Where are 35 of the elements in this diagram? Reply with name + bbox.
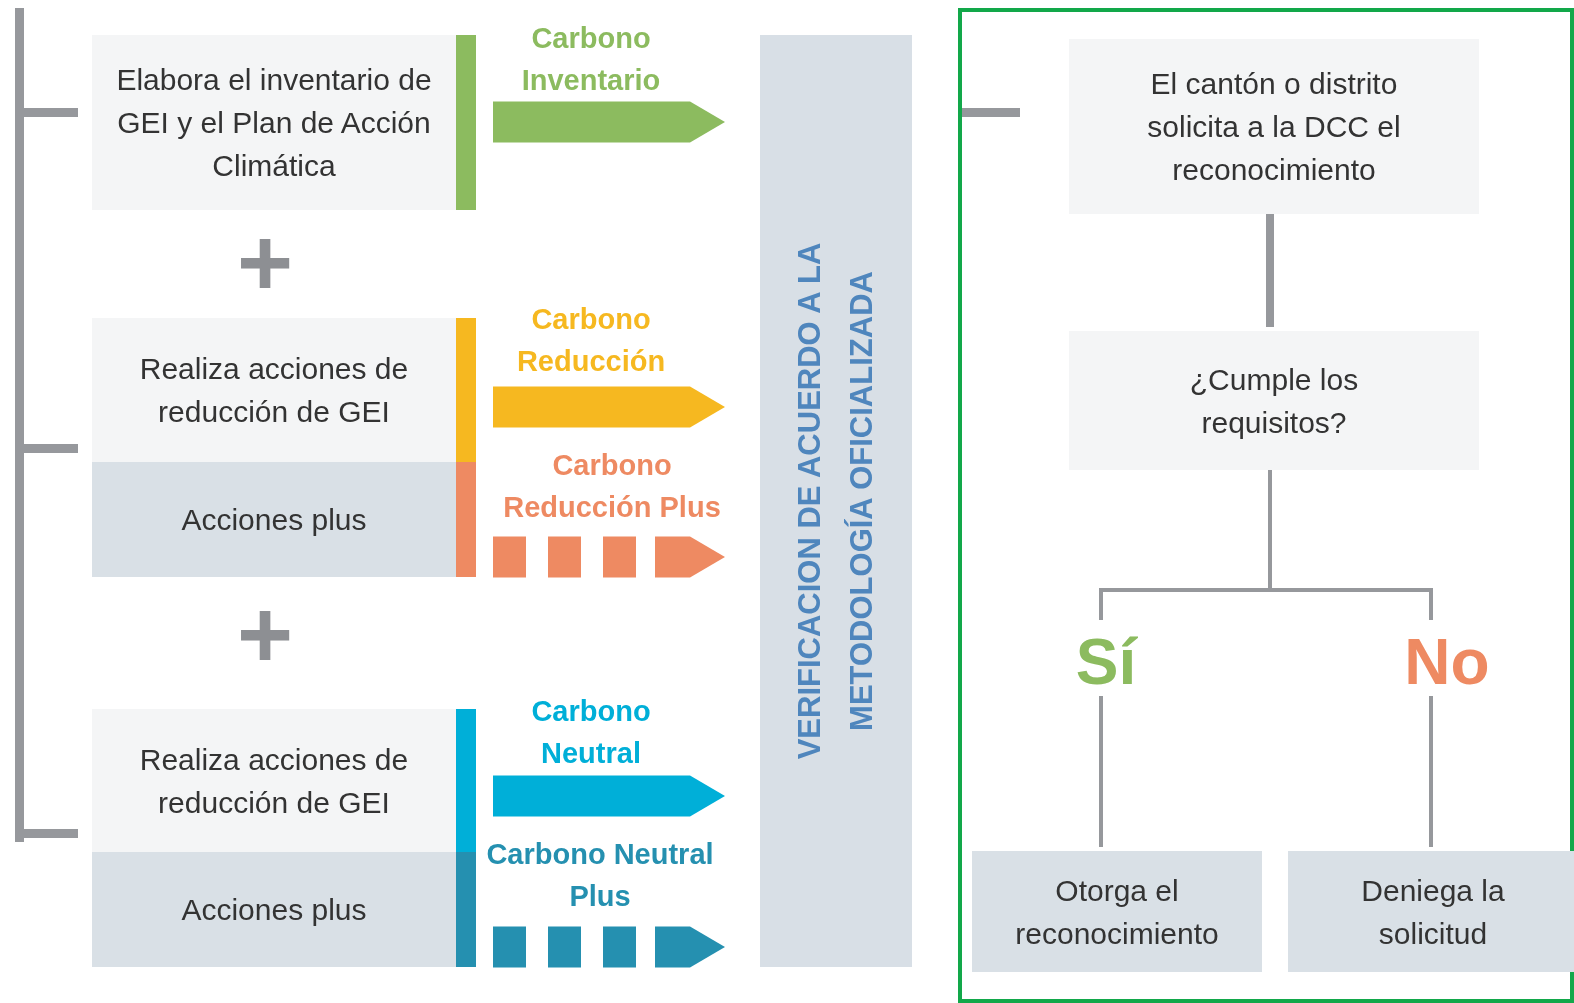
result-box <box>972 851 1262 972</box>
plus-sign: + <box>236 587 294 683</box>
process-box <box>92 709 476 852</box>
plus-sign: + <box>236 215 294 311</box>
box-text: Elabora el inventario de GEI y el Plan de Acción Climática <box>115 62 433 184</box>
block-arrow <box>493 101 725 143</box>
connector-line <box>1429 696 1433 847</box>
result-box <box>1288 851 1574 972</box>
edge-label: Carbono Reducción <box>515 302 667 379</box>
process-panel <box>958 8 1574 1003</box>
block-arrow <box>493 386 725 428</box>
box-text: Acciones plus <box>180 502 368 538</box>
process-box <box>92 462 476 577</box>
process-box <box>92 318 476 462</box>
box-text: ¿Cumple los requisitos? <box>1188 361 1360 441</box>
box-text: Realiza acciones de reducción de GEI <box>138 351 410 430</box>
edge-label: Carbono Reducción Plus <box>502 448 722 525</box>
box-text: Deniega la solicitud <box>1360 872 1506 952</box>
vertical-heading: VERIFICACION DE ACUERDO A LA METODOLOGÍA OFICIALIZADA <box>791 241 880 762</box>
decision-box <box>1069 331 1479 470</box>
process-box <box>1069 39 1479 214</box>
edge-label: Carbono Inventario <box>520 21 662 98</box>
box-text: Otorga el reconocimiento <box>1014 872 1220 952</box>
box-text: Acciones plus <box>180 892 368 928</box>
box-text: Realiza acciones de reducción de GEI <box>138 741 410 821</box>
process-box <box>92 852 476 967</box>
box-text: Sí <box>1075 630 1137 694</box>
edge-label: Carbono Neutral Plus <box>485 837 715 914</box>
box-text: No <box>1404 630 1490 694</box>
box-text: El cantón o distrito solicita a la DCC el reconocimiento <box>1146 66 1402 188</box>
block-arrow <box>493 775 725 817</box>
edge-label: Carbono Neutral <box>530 694 652 771</box>
connector-line <box>1099 696 1103 847</box>
verification-bar <box>760 35 912 967</box>
process-box <box>92 35 476 210</box>
